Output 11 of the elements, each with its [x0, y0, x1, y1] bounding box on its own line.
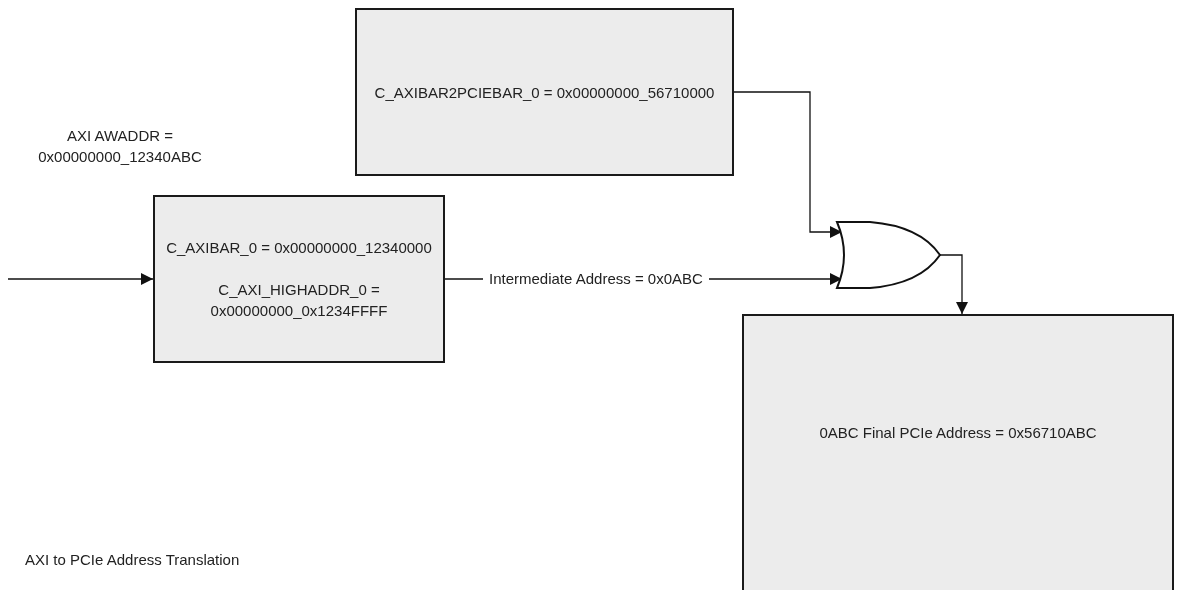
register-value-text: C_AXIBAR2PCIEBAR_0 = 0x00000000_56710000 [374, 82, 715, 103]
register-value-text: C_AXIBAR_0 = 0x00000000_12340000 [166, 238, 432, 258]
arrow [939, 254, 968, 315]
process-box [355, 8, 734, 176]
register-value-text: 0ABC Final PCIe Address = 0x56710ABC [819, 423, 1097, 443]
process-box [742, 314, 1174, 590]
register-value-text: C_AXI_HIGHADDR_0 = 0x00000000_0x1234FFFF [209, 280, 389, 321]
arrow [7, 273, 154, 285]
process-box [153, 195, 445, 363]
address-note: AXI AWADDR = 0x00000000_12340ABC [37, 126, 203, 167]
caption: AXI to PCIe Address Translation [25, 550, 240, 570]
